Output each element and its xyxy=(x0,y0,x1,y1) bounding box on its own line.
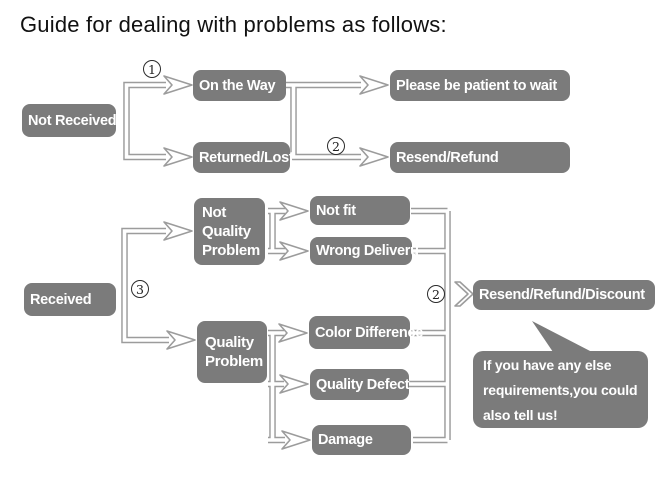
arrow-to-on-the-way-icon xyxy=(163,75,193,95)
arrow-to-quality-problem-icon xyxy=(166,330,196,350)
step-marker-3: 3 xyxy=(131,280,149,298)
node-color-difference: Color Difference xyxy=(309,316,423,349)
step-marker-2b: 2 xyxy=(427,285,445,303)
speech-bubble-note: If you have any else requirements,you co… xyxy=(473,351,648,428)
node-not-quality-problem: Not Quality Problem xyxy=(194,198,265,265)
connector-top-results xyxy=(286,81,361,161)
arrow-to-returned-lost-icon xyxy=(163,147,193,167)
connector-quality-branch xyxy=(268,329,285,444)
node-resend-refund: Resend/Refund xyxy=(390,142,570,173)
node-damage: Damage xyxy=(312,425,411,455)
arrow-to-color-difference-icon xyxy=(278,323,308,343)
arrow-to-damage-icon xyxy=(281,430,311,450)
arrow-to-resend-refund-icon xyxy=(359,147,389,167)
node-resend-refund-discount: Resend/Refund/Discount xyxy=(473,280,655,310)
node-quality-defect: Quality Defect xyxy=(310,369,410,400)
node-wrong-deliveru: Wrong Deliveru xyxy=(310,237,419,265)
node-returned-lost: Returned/Lost xyxy=(193,142,294,173)
arrow-to-not-quality-problem-icon xyxy=(163,221,193,241)
arrow-to-quality-defect-icon xyxy=(279,374,309,394)
node-received: Received xyxy=(24,283,116,316)
step-marker-2: 2 xyxy=(327,137,345,155)
node-please-be-patient: Please be patient to wait xyxy=(390,70,570,101)
chevron-to-discount-icon xyxy=(454,281,474,307)
arrow-to-wrong-deliveru-icon xyxy=(279,241,309,261)
connector-inner-strokes xyxy=(122,83,450,442)
node-not-received: Not Received xyxy=(22,104,117,137)
page-title: Guide for dealing with problems as follo… xyxy=(20,12,447,37)
arrow-to-not-fit-icon xyxy=(279,201,309,221)
speech-bubble-tail xyxy=(532,321,592,352)
node-not-fit: Not fit xyxy=(310,196,410,225)
arrowheads xyxy=(163,75,474,450)
node-on-the-way: On the Way xyxy=(193,70,286,101)
step-marker-1: 1 xyxy=(143,60,161,78)
node-quality-problem: Quality Problem xyxy=(197,321,267,383)
arrow-to-please-wait-icon xyxy=(359,75,389,95)
connector-not-received-branch xyxy=(123,81,166,161)
